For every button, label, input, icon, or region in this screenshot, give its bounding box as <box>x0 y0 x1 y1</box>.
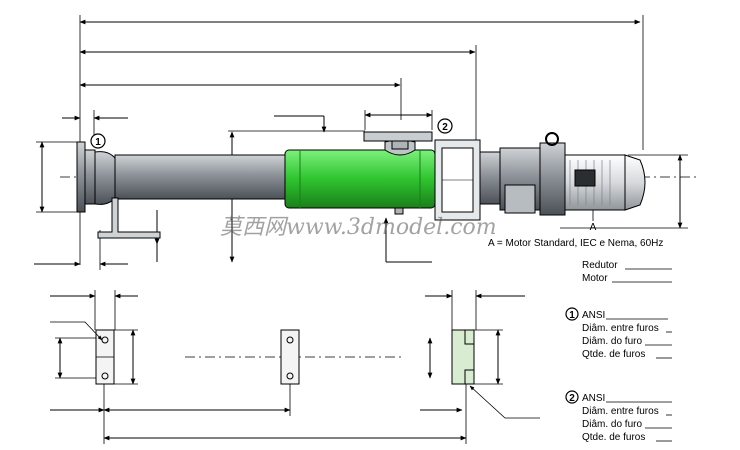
ansi-flange-1: 1 ANSI Diâm. entre furos Diâm. do furo Q… <box>565 307 672 360</box>
left-foot-plate <box>95 329 115 385</box>
callout-circle-icon <box>565 307 579 321</box>
right-foot-plate <box>451 329 475 385</box>
callout-2: 2 <box>437 118 453 134</box>
overall-dimensions <box>34 15 688 270</box>
svg-text:2: 2 <box>442 122 448 133</box>
electric-motor <box>564 154 646 211</box>
ansi-flange-2: 2 ANSI Diâm. entre furos Diâm. do furo Q… <box>565 390 672 443</box>
base-footprint-view <box>50 290 540 444</box>
ansi-1-entre-furos: Diâm. entre furos <box>582 323 659 334</box>
motor-label: Motor <box>582 273 608 284</box>
ansi-2-title: ANSI <box>582 393 605 404</box>
ansi-1-do-furo: Diâm. do furo <box>582 336 642 347</box>
pump-assembly <box>60 131 700 239</box>
svg-text:1: 1 <box>569 310 575 321</box>
callout-1: 1 <box>90 133 106 149</box>
motor-tag: A <box>590 222 597 233</box>
ansi-2-do-furo: Diâm. do furo <box>582 419 642 430</box>
gear-reducer <box>499 132 566 216</box>
drive-fields: Redutor Motor <box>582 260 672 284</box>
ansi-1-qtde: Qtde. de furos <box>582 349 645 360</box>
motor-note: A = Motor Standard, IEC e Nema, 60Hz <box>488 238 663 249</box>
svg-text:2: 2 <box>569 393 575 404</box>
middle-foot-plate <box>280 329 300 385</box>
pump-barrel <box>114 154 291 200</box>
redutor-label: Redutor <box>582 260 618 271</box>
watermark: 莫西网www.3dmodel.com <box>220 215 497 240</box>
callout-circle-icon <box>565 390 579 404</box>
callout-circle-icon <box>90 133 106 149</box>
svg-text:1: 1 <box>95 137 101 148</box>
ansi-1-title: ANSI <box>582 310 605 321</box>
front-support-foot <box>97 197 161 239</box>
callout-circle-icon <box>437 118 453 134</box>
ansi-2-qtde: Qtde. de furos <box>582 432 645 443</box>
lifting-eye-icon <box>545 132 559 146</box>
stator-housing <box>284 131 436 215</box>
ansi-2-entre-furos: Diâm. entre furos <box>582 406 659 417</box>
inlet-flange <box>76 141 116 213</box>
bearing-frame <box>434 139 501 221</box>
